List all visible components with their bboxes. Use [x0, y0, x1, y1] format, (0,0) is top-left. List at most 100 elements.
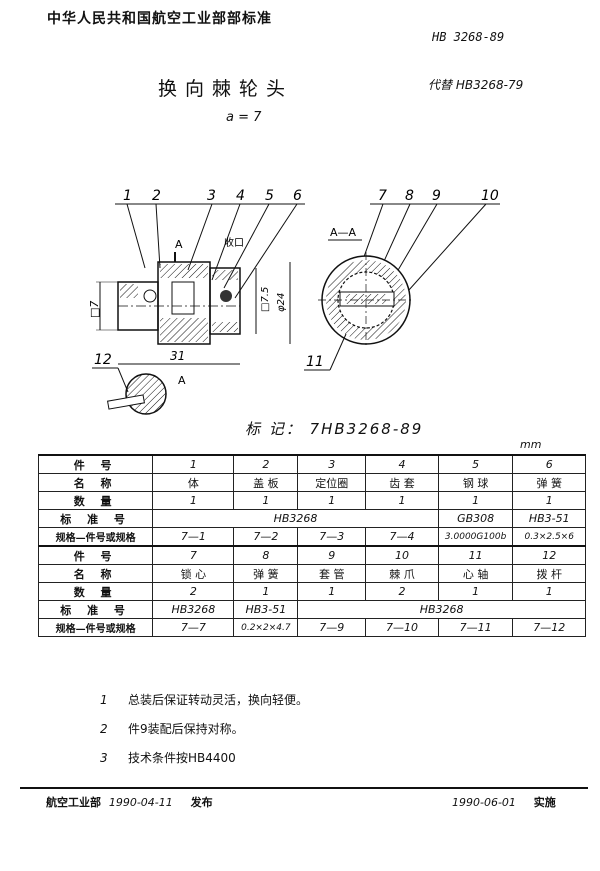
name-cell: 棘 爪: [365, 564, 439, 583]
parts-table: 件 号 1 2 3 4 5 6 名 称 体 盖 板 定位圈 齿 套 钢 球 弹 …: [37, 454, 586, 637]
qty-cell: 1: [437, 582, 514, 601]
table-row: 标 准 号 HB3268 HB3-51 HB3268: [37, 600, 586, 619]
row-label: 数 量: [37, 491, 154, 510]
qty-cell: 1: [152, 491, 235, 510]
dim-length-31: 31: [170, 349, 185, 363]
table-row: 件 号 7 8 9 10 11 12: [37, 545, 586, 565]
issuer: 航空工业部: [46, 796, 101, 809]
qty-cell: 1: [437, 491, 514, 510]
std-cell: HB3-51: [512, 509, 586, 528]
spec-cell: 7—1: [152, 527, 235, 547]
row-label: 件 号: [37, 454, 154, 474]
row-label: 规格—件号或规格: [37, 527, 154, 547]
callout-6: 6: [293, 188, 302, 204]
row-label: 规格—件号或规格: [37, 618, 154, 637]
row-label: 名 称: [37, 473, 154, 492]
footer-issue: 航空工业部 1990-04-11 发布: [46, 794, 213, 810]
table-row: 数 量 2 1 1 2 1 1: [37, 582, 586, 601]
view-mark-a-top: A: [175, 238, 183, 251]
callout-9: 9: [432, 188, 441, 204]
name-cell: 钢 球: [437, 473, 514, 492]
std-cell: HB3268: [152, 600, 235, 619]
name-cell: 体: [152, 473, 235, 492]
name-cell: 盖 板: [233, 473, 299, 492]
part-no-cell: 4: [365, 454, 439, 474]
size-parameter: a = 7: [226, 110, 262, 125]
spec-cell: 7—10: [365, 618, 439, 637]
marking-example: 标 记： 7HB3268-89: [245, 420, 424, 438]
callout-4: 4: [236, 188, 245, 204]
part-no-cell: 11: [437, 545, 514, 565]
std-cell: HB3-51: [233, 600, 299, 619]
part-no-cell: 6: [512, 454, 586, 474]
callout-3: 3: [207, 188, 216, 204]
name-cell: 拨 杆: [512, 564, 586, 583]
footer-implementation: 1990-06-01 实施: [452, 794, 556, 810]
issue-date: 1990-04-11: [108, 796, 173, 809]
implementation-date: 1990-06-01: [452, 796, 516, 809]
dim-square-7: □7: [88, 301, 101, 318]
callout-10: 10: [481, 188, 499, 204]
spec-cell: 0.3×2.5×6: [512, 527, 586, 547]
rivet-note: 收口: [224, 236, 244, 249]
part-no-cell: 9: [297, 545, 367, 565]
callouts-right: 7 8 9 10: [378, 188, 499, 204]
issue-word: 发布: [190, 796, 213, 809]
callout-7: 7: [378, 188, 387, 204]
qty-cell: 1: [512, 491, 586, 510]
name-cell: 套 管: [297, 564, 367, 583]
callout-1: 1: [123, 188, 132, 204]
tool-body-section: [117, 261, 241, 345]
table-row: 规格—件号或规格 7—7 0.2×2×4.7 7—9 7—10 7—11 7—1…: [37, 618, 586, 637]
name-cell: 定位圈: [297, 473, 367, 492]
standard-organization: 中华人民共和国航空工业部部标准: [47, 11, 272, 27]
qty-cell: 1: [233, 582, 299, 601]
row-label: 标 准 号: [37, 509, 154, 528]
row-label: 件 号: [37, 545, 154, 565]
qty-cell: 1: [365, 491, 439, 510]
qty-cell: 1: [233, 491, 299, 510]
spec-cell: 3.0000G100b: [437, 527, 514, 547]
part-no-cell: 10: [365, 545, 439, 565]
callouts-left: 1 2 3 4 5 6: [123, 188, 302, 204]
spec-cell: 7—4: [365, 527, 439, 547]
assembly-drawing: 1 2 3 4 5 6 A 收口 □7 31 □7.5 φ24 12: [88, 188, 500, 415]
spec-cell: 0.2×2×4.7: [233, 618, 299, 637]
qty-cell: 2: [152, 582, 235, 601]
section-label: A—A: [330, 226, 357, 239]
table-row: 件 号 1 2 3 4 5 6: [37, 454, 586, 474]
part-no-cell: 7: [152, 545, 235, 565]
document-title: 换向棘轮头: [158, 78, 294, 100]
spec-cell: 7—7: [152, 618, 235, 637]
view-mark-a-bottom: A: [178, 374, 186, 387]
name-cell: 齿 套: [365, 473, 439, 492]
unit-label: mm: [520, 438, 542, 451]
callout-12: 12: [94, 352, 112, 368]
callout-5: 5: [265, 188, 274, 204]
part-no-cell: 8: [233, 545, 299, 565]
name-cell: 弹 簧: [233, 564, 299, 583]
callout-8: 8: [405, 188, 414, 204]
replaces-standard: 代替 HB3268-79: [428, 78, 524, 92]
part-no-cell: 3: [297, 454, 367, 474]
spec-cell: 7—2: [233, 527, 299, 547]
row-label: 标 准 号: [37, 600, 154, 619]
spec-cell: 7—11: [437, 618, 514, 637]
dim-square-7-5: □7.5: [260, 287, 271, 312]
part-no-cell: 5: [437, 454, 514, 474]
std-cell: GB308: [437, 509, 514, 528]
part-no-cell: 2: [233, 454, 299, 474]
dim-diameter-24: φ24: [276, 293, 287, 312]
spec-cell: 7—3: [297, 527, 367, 547]
row-label: 数 量: [37, 582, 154, 601]
footer-divider: [20, 787, 588, 789]
row-label: 名 称: [37, 564, 154, 583]
spec-cell: 7—12: [512, 618, 586, 637]
name-cell: 锁 心: [152, 564, 235, 583]
table-row: 名 称 体 盖 板 定位圈 齿 套 钢 球 弹 簧: [37, 473, 586, 492]
table-row: 规格—件号或规格 7—1 7—2 7—3 7—4 3.0000G100b 0.3…: [37, 527, 586, 547]
std-cell: HB3268: [297, 600, 586, 619]
